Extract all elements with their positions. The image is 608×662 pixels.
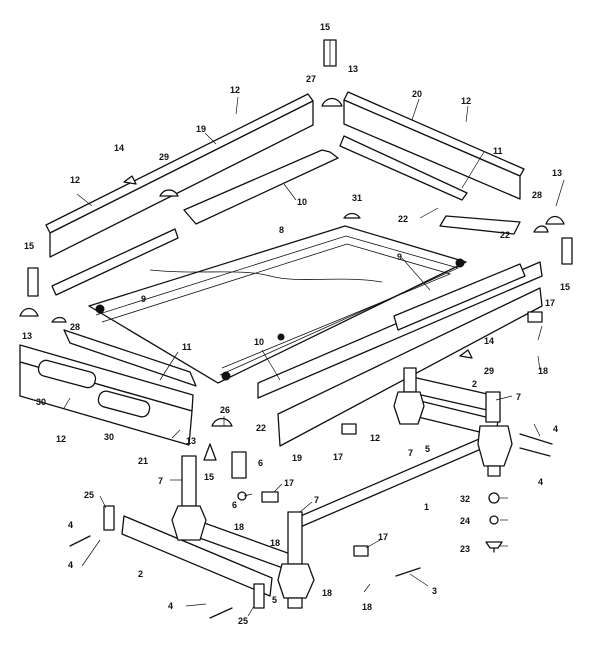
callout-29a: 29 [159, 152, 169, 162]
callout-4b: 4 [538, 477, 543, 487]
callout-25b: 25 [238, 616, 248, 626]
callout-13d: 13 [186, 436, 196, 446]
callout-labels: 15 13 27 12 20 12 19 14 29 11 12 10 13 3… [22, 22, 570, 626]
callout-6b: 6 [232, 500, 237, 510]
callout-28a: 28 [532, 190, 542, 200]
callout-7c: 7 [158, 476, 163, 486]
front-cushion-left [63, 329, 197, 387]
cushion-rails-back [183, 135, 521, 235]
callout-18b: 18 [234, 522, 244, 532]
callout-12e: 12 [370, 433, 380, 443]
callout-13a: 13 [348, 64, 358, 74]
callout-10a: 10 [297, 197, 307, 207]
slate-bed [88, 225, 467, 384]
corner-caps [19, 39, 573, 479]
callout-13c: 13 [22, 331, 32, 341]
callout-29b: 29 [484, 366, 494, 376]
callout-2a: 2 [472, 379, 477, 389]
callout-14a: 14 [114, 143, 124, 153]
callout-17a: 17 [545, 298, 555, 308]
callout-3: 3 [432, 586, 437, 596]
callout-23: 23 [460, 544, 470, 554]
callout-12b: 12 [461, 96, 471, 106]
callout-22a: 22 [398, 214, 408, 224]
callout-12c: 12 [70, 175, 80, 185]
callout-17b: 17 [333, 452, 343, 462]
callout-18a: 18 [538, 366, 548, 376]
callout-18e: 18 [362, 602, 372, 612]
callout-7a: 7 [516, 392, 521, 402]
callout-4e: 4 [168, 601, 173, 611]
callout-22c: 22 [256, 423, 266, 433]
callout-5b: 5 [272, 595, 277, 605]
callout-9b: 9 [141, 294, 146, 304]
callout-12d: 12 [56, 434, 66, 444]
callout-15b: 15 [24, 241, 34, 251]
callout-18c: 18 [270, 538, 280, 548]
callout-15a: 15 [320, 22, 330, 32]
callout-10b: 10 [254, 337, 264, 347]
callout-4d: 4 [68, 560, 73, 570]
callout-18d: 18 [322, 588, 332, 598]
callout-27: 27 [306, 74, 316, 84]
callout-17c: 17 [284, 478, 294, 488]
callout-28b: 28 [70, 322, 80, 332]
callout-30b: 30 [104, 432, 114, 442]
callout-17d: 17 [378, 532, 388, 542]
callout-12a: 12 [230, 85, 240, 95]
callout-7d: 7 [314, 495, 319, 505]
callout-15c: 15 [560, 282, 570, 292]
callout-5a: 5 [425, 444, 430, 454]
callout-9a: 9 [397, 252, 402, 262]
callout-19a: 19 [196, 124, 206, 134]
callout-8: 8 [279, 225, 284, 235]
leader-lines [63, 96, 565, 617]
back-rail-right [343, 91, 525, 200]
base-frame [69, 311, 553, 619]
front-rail-left [19, 344, 194, 446]
callout-4c: 4 [68, 520, 73, 530]
callout-4a: 4 [553, 424, 558, 434]
callout-6a: 6 [258, 458, 263, 468]
back-rail-left [45, 93, 314, 296]
callout-13b: 13 [552, 168, 562, 178]
callout-32: 32 [460, 494, 470, 504]
callout-15d: 15 [204, 472, 214, 482]
callout-24: 24 [460, 516, 470, 526]
callout-22b: 22 [500, 230, 510, 240]
front-rail-right [257, 261, 543, 447]
callout-31: 31 [352, 193, 362, 203]
callout-20: 20 [412, 89, 422, 99]
callout-11a: 11 [493, 146, 503, 156]
callout-7b: 7 [408, 448, 413, 458]
callout-21: 21 [138, 456, 148, 466]
callout-14b: 14 [484, 336, 494, 346]
callout-30a: 30 [36, 397, 46, 407]
callout-19b: 19 [292, 453, 302, 463]
callout-25a: 25 [84, 490, 94, 500]
callout-11b: 11 [182, 342, 192, 352]
callout-1: 1 [424, 502, 429, 512]
callout-26: 26 [220, 405, 230, 415]
callout-2b: 2 [138, 569, 143, 579]
